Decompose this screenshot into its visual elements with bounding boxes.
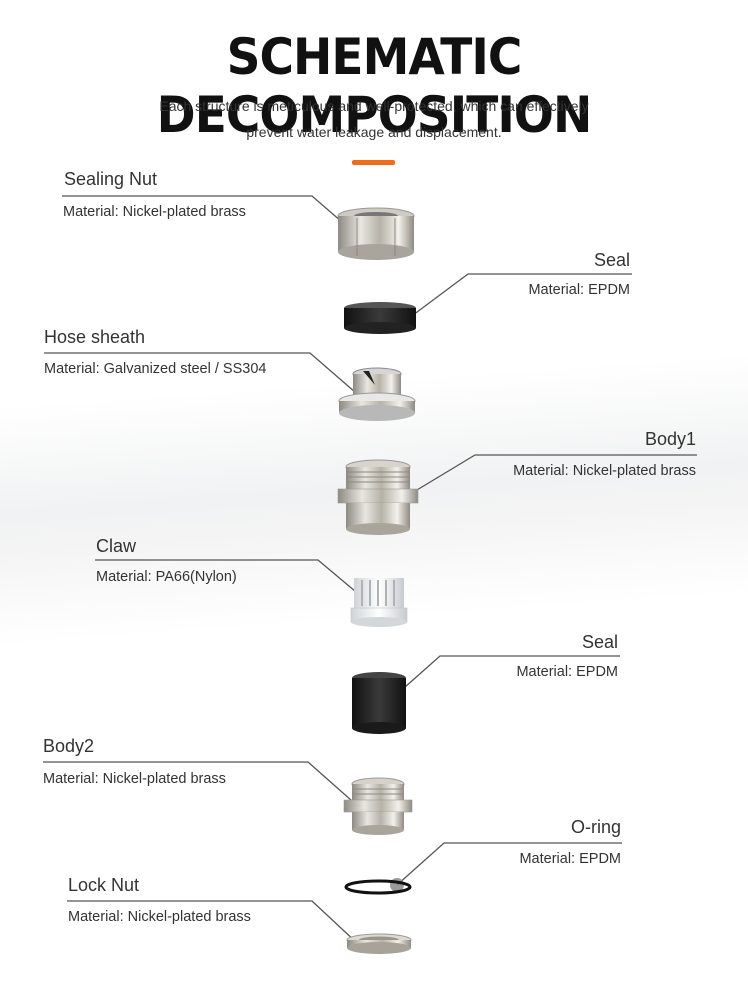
leader-seal-2 bbox=[395, 655, 620, 696]
leader-o-ring bbox=[396, 842, 622, 886]
part-name-body1: Body1 bbox=[644, 429, 696, 449]
leader-claw bbox=[95, 559, 369, 603]
accent-bar bbox=[352, 160, 395, 165]
leader-body1 bbox=[401, 454, 697, 500]
part-name-lock-nut: Lock Nut bbox=[68, 875, 140, 895]
part-material-seal-2: Material: EPDM bbox=[516, 664, 618, 680]
sealing-nut-image bbox=[337, 207, 415, 260]
part-material-seal-1: Material: EPDM bbox=[528, 282, 630, 298]
part-material-hose-sheath: Material: Galvanized steel / SS304 bbox=[44, 361, 267, 377]
part-material-body1: Material: Nickel-plated brass bbox=[513, 463, 696, 479]
body2-image bbox=[343, 777, 413, 835]
leader-body2 bbox=[43, 761, 361, 809]
part-name-hose-sheath: Hose sheath bbox=[44, 327, 146, 347]
subtitle-line-1: Each structure is meticulous and well-pr… bbox=[159, 98, 589, 114]
leader-lock-nut bbox=[67, 900, 358, 944]
body1-image bbox=[337, 459, 419, 535]
part-name-body2: Body2 bbox=[43, 736, 95, 756]
claw-image bbox=[350, 578, 408, 627]
seal-1-image bbox=[344, 302, 416, 334]
part-name-o-ring: O-ring bbox=[570, 817, 621, 837]
part-material-lock-nut: Material: Nickel-plated brass bbox=[68, 909, 251, 925]
part-name-sealing-nut: Sealing Nut bbox=[64, 169, 158, 189]
part-name-seal-2: Seal bbox=[581, 632, 618, 652]
part-name-seal-1: Seal bbox=[593, 250, 630, 270]
subtitle-line-2: prevent water leakage and displacement. bbox=[246, 124, 502, 140]
page-title: SCHEMATIC DECOMPOSITION bbox=[156, 28, 593, 144]
leader-seal-1 bbox=[404, 273, 632, 322]
part-material-o-ring: Material: EPDM bbox=[519, 851, 621, 867]
seal-2-image bbox=[352, 672, 406, 734]
o-ring-image bbox=[344, 879, 412, 895]
part-material-body2: Material: Nickel-plated brass bbox=[43, 771, 226, 787]
lock-nut-image bbox=[346, 933, 412, 954]
part-material-sealing-nut: Material: Nickel-plated brass bbox=[63, 204, 246, 220]
leader-hose-sheath bbox=[44, 352, 364, 400]
hose-sheath-image bbox=[338, 367, 416, 421]
part-name-claw: Claw bbox=[96, 536, 137, 556]
part-material-claw: Material: PA66(Nylon) bbox=[96, 569, 237, 585]
